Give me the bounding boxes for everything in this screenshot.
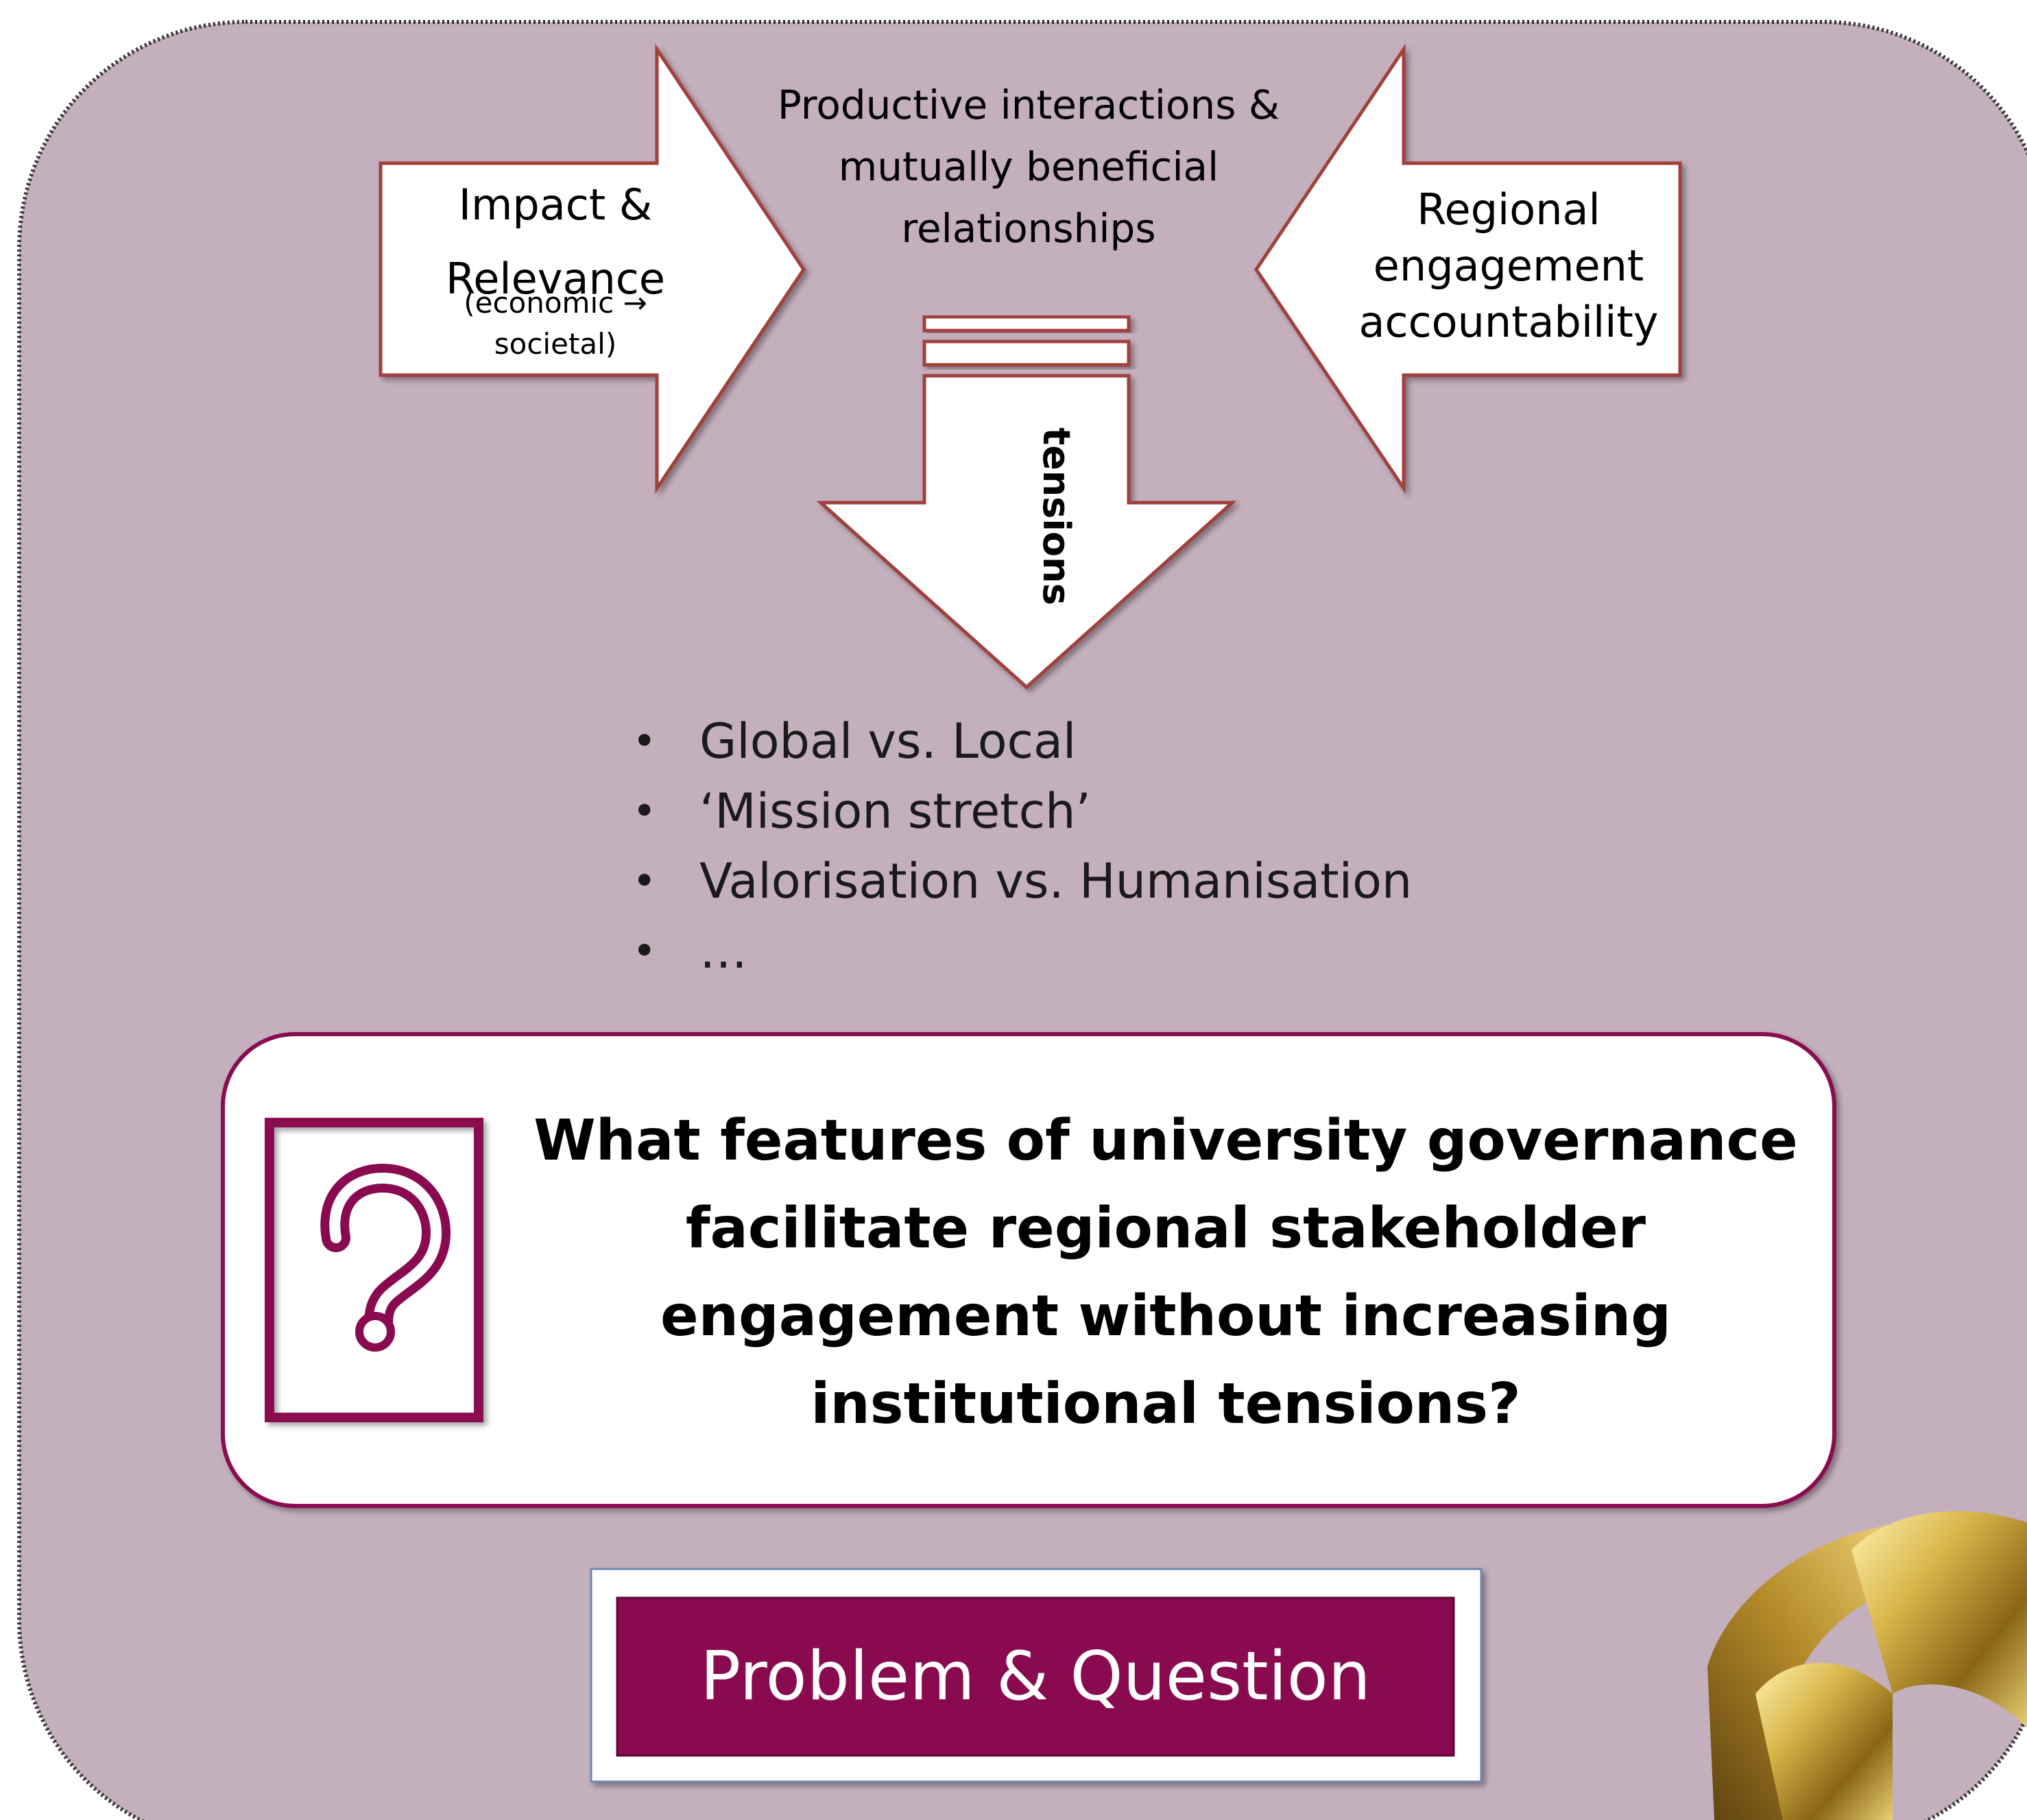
left-arrow-sublabel-line: societal) xyxy=(494,327,617,361)
top-label-line: Productive interactions & xyxy=(777,82,1280,128)
right-arrow-label-line: engagement xyxy=(1373,241,1644,291)
left-arrow-label-line: Relevance xyxy=(445,254,666,304)
top-label-line: relationships xyxy=(901,205,1156,252)
list-item: ‘Mission stretch’ xyxy=(617,776,1412,846)
left-arrow-sublabel: (economic → societal) xyxy=(425,283,686,365)
section-label-box xyxy=(616,1596,1455,1757)
left-arrow-label-line: Impact & xyxy=(458,180,653,230)
left-arrow-label: Impact & Relevance xyxy=(384,168,727,316)
question-box xyxy=(221,1032,1836,1508)
right-arrow xyxy=(1254,43,1682,494)
left-arrow-sublabel-line: (economic → xyxy=(464,286,647,320)
research-question-line: institutional tensions? xyxy=(811,1372,1521,1437)
list-item: … xyxy=(617,916,1412,986)
top-label-line: mutually beneficial xyxy=(838,143,1219,190)
research-question-line: engagement without increasing xyxy=(660,1284,1671,1349)
list-item: Global vs. Local xyxy=(617,706,1412,776)
research-question: What features of university governance f… xyxy=(521,1097,1810,1448)
question-mark-icon xyxy=(265,1118,483,1422)
tension-list: Global vs. Local ‘Mission stretch’ Valor… xyxy=(617,706,1412,986)
right-arrow-label-line: Regional xyxy=(1417,184,1600,235)
tensions-label: tensions xyxy=(1035,427,1078,606)
left-arrow xyxy=(379,43,806,494)
right-arrow-label: Regional engagement accountability xyxy=(1323,182,1694,350)
research-question-line: What features of university governance xyxy=(533,1108,1798,1173)
gold-ring-decoration xyxy=(1707,1511,2027,1820)
list-item: Valorisation vs. Humanisation xyxy=(617,846,1412,916)
top-label: Productive interactions & mutually benef… xyxy=(720,74,1337,259)
section-label: Problem & Question xyxy=(700,1638,1371,1716)
research-question-line: facilitate regional stakeholder xyxy=(685,1196,1646,1261)
down-arrow xyxy=(816,315,1237,690)
right-arrow-label-line: accountability xyxy=(1358,297,1659,347)
